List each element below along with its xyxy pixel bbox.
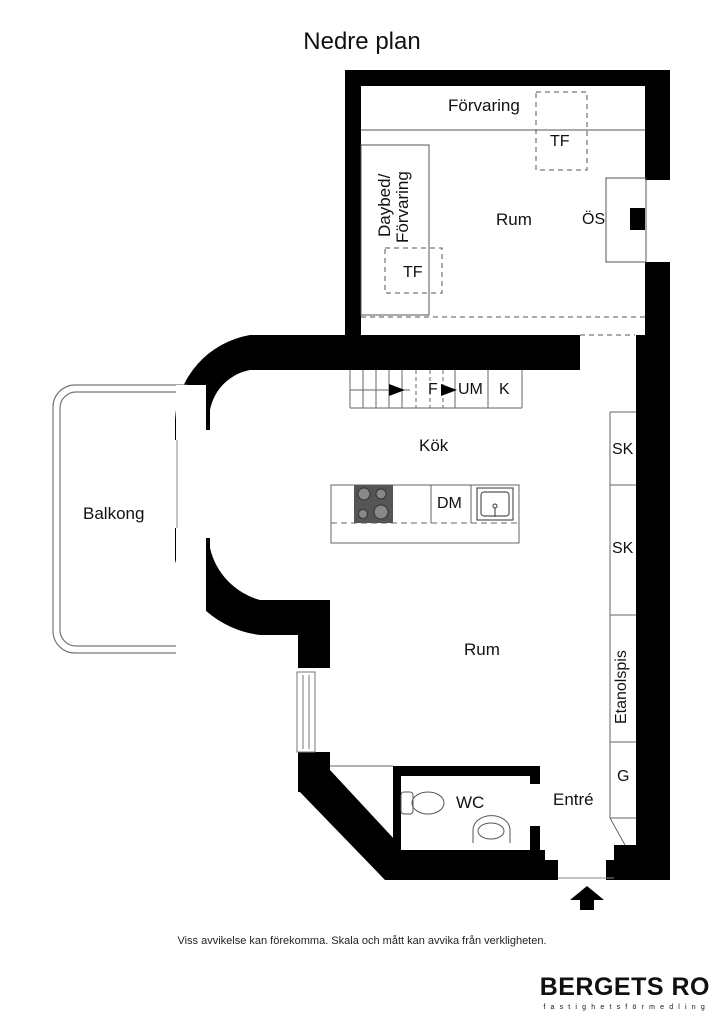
- hob-icon: [354, 485, 393, 523]
- disclaimer: Viss avvikelse kan förekomma. Skala och …: [177, 935, 547, 947]
- upper-room-fixtures: [360, 91, 647, 336]
- os-label: ÖS: [582, 211, 606, 228]
- wardrobe-2-label: SK: [612, 540, 634, 557]
- wc-label: WC: [456, 793, 485, 812]
- fridge-label: F: [428, 381, 438, 398]
- kitchen-label: Kök: [419, 436, 449, 455]
- daybed-label-line1: Daybed/: [375, 173, 394, 237]
- tf-left-label: TF: [403, 264, 423, 281]
- basin-icon: [472, 815, 511, 843]
- wardrobes: [609, 411, 636, 846]
- main-walls: [175, 335, 670, 880]
- daybed-label-line2: Förvaring: [393, 171, 412, 243]
- main-room-label: Rum: [464, 640, 500, 659]
- dishwasher-label: DM: [437, 495, 462, 512]
- entry-label: Entré: [553, 790, 594, 809]
- entrance-arrow-icon: [570, 886, 604, 910]
- storage-label: Förvaring: [448, 96, 520, 115]
- stove-label: Etanolspis: [613, 650, 630, 724]
- page-title: Nedre plan: [303, 28, 421, 55]
- wardrobe-1-label: SK: [612, 441, 634, 458]
- brand-tagline: fastighetsförmedling: [543, 1004, 710, 1011]
- microwave-label: UM: [458, 381, 483, 398]
- stair-arrow-icon: [389, 384, 405, 396]
- balcony-label: Balkong: [83, 504, 145, 523]
- tf-top-label: TF: [550, 133, 570, 150]
- upper-room-walls: [345, 70, 670, 342]
- stair-arrow-icon: [441, 384, 457, 396]
- g-label: G: [617, 768, 630, 785]
- window: [296, 671, 316, 753]
- sink-icon: [476, 487, 514, 521]
- k-label: K: [499, 381, 510, 398]
- brand-logo: BERGETS RO: [539, 973, 710, 1001]
- toilet-icon: [400, 791, 445, 815]
- upper-room-label: Rum: [496, 210, 532, 229]
